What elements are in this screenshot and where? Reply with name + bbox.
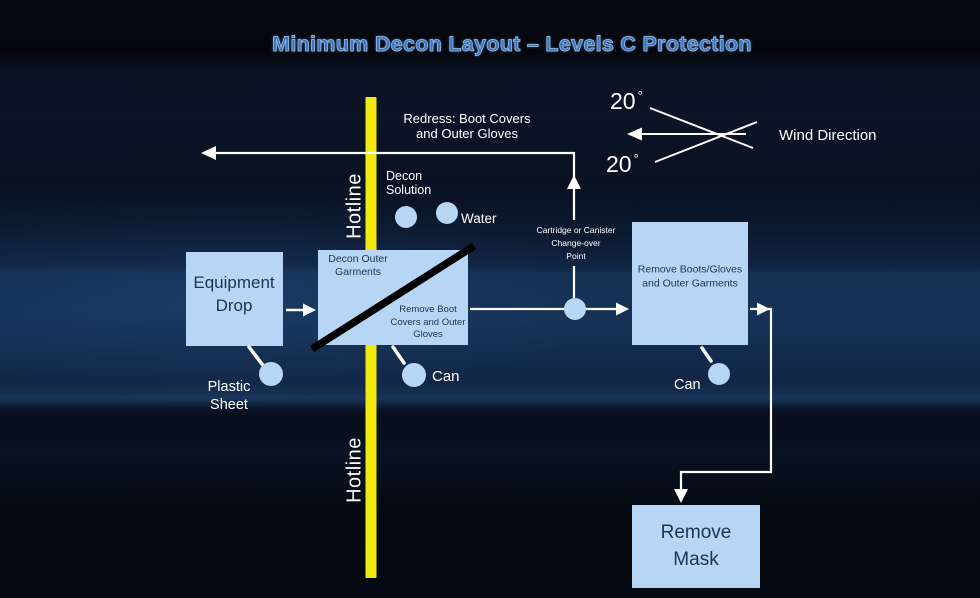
can-circle-right	[708, 363, 730, 385]
decon-solution-label: Decon Solution	[386, 169, 432, 197]
can-center-connector	[391, 345, 406, 365]
wind-direction-arrowhead	[627, 127, 642, 141]
hotline-label-bottom: Hotline	[343, 437, 366, 503]
remove-mask-box	[632, 505, 760, 588]
can-right-connector	[700, 346, 713, 363]
equipment-drop-box	[186, 252, 283, 346]
wind-sector-line-lower	[654, 121, 758, 163]
remove-boots-gloves-box	[632, 222, 748, 345]
wind-direction-label: Wind Direction	[779, 127, 877, 144]
decon-outer-garments-label: Decon Outer Garments	[328, 253, 388, 278]
wind-angle-upper-value: 20	[610, 88, 636, 114]
remove-boot-covers-label: Remove Boot Covers and Outer Gloves	[390, 304, 466, 340]
redress-arrowhead-up	[567, 175, 581, 189]
diagram-title: Minimum Decon Layout – Levels C Protecti…	[272, 32, 752, 57]
redress-arrow-path	[206, 151, 576, 298]
degree-symbol-upper: °	[637, 88, 643, 103]
flow-arrowhead-into-remove-box	[616, 302, 629, 316]
wind-angle-lower-value: 20	[606, 151, 632, 177]
remove-boots-gloves-label: Remove Boots/Gloves and Outer Garments	[637, 263, 743, 290]
can-circle-center	[402, 363, 426, 387]
plastic-sheet-circle	[259, 362, 283, 386]
decon-solution-circle	[395, 206, 417, 228]
cartridge-changeover-circle	[564, 298, 586, 320]
wind-sector-line-upper	[649, 107, 754, 149]
cartridge-changeover-label: Cartridge or Canister Change-over Point	[536, 225, 616, 261]
redress-arrowhead-left	[201, 146, 216, 160]
hotline-label-top: Hotline	[343, 173, 366, 239]
redress-label: Redress: Boot Covers and Outer Gloves	[403, 111, 531, 141]
can-label-center: Can	[432, 368, 460, 385]
water-circle	[436, 202, 458, 224]
wind-angle-upper: 20°	[610, 88, 643, 114]
flow-arrowhead-equipment-to-decon	[303, 303, 316, 317]
water-label: Water	[461, 211, 497, 226]
diagonal-strike	[309, 242, 477, 353]
equipment-drop-label: Equipment Drop	[193, 273, 275, 315]
flow-arrowhead-right-mid	[757, 302, 770, 316]
wind-angle-lower: 20°	[606, 151, 639, 177]
can-label-right: Can	[674, 377, 701, 393]
plastic-sheet-label: Plastic Sheet	[207, 379, 251, 413]
plastic-sheet-connector	[247, 345, 267, 370]
remove-mask-label: Remove Mask	[660, 522, 732, 570]
flow-arrowhead-into-mask	[674, 489, 688, 503]
degree-symbol-lower: °	[633, 151, 639, 166]
